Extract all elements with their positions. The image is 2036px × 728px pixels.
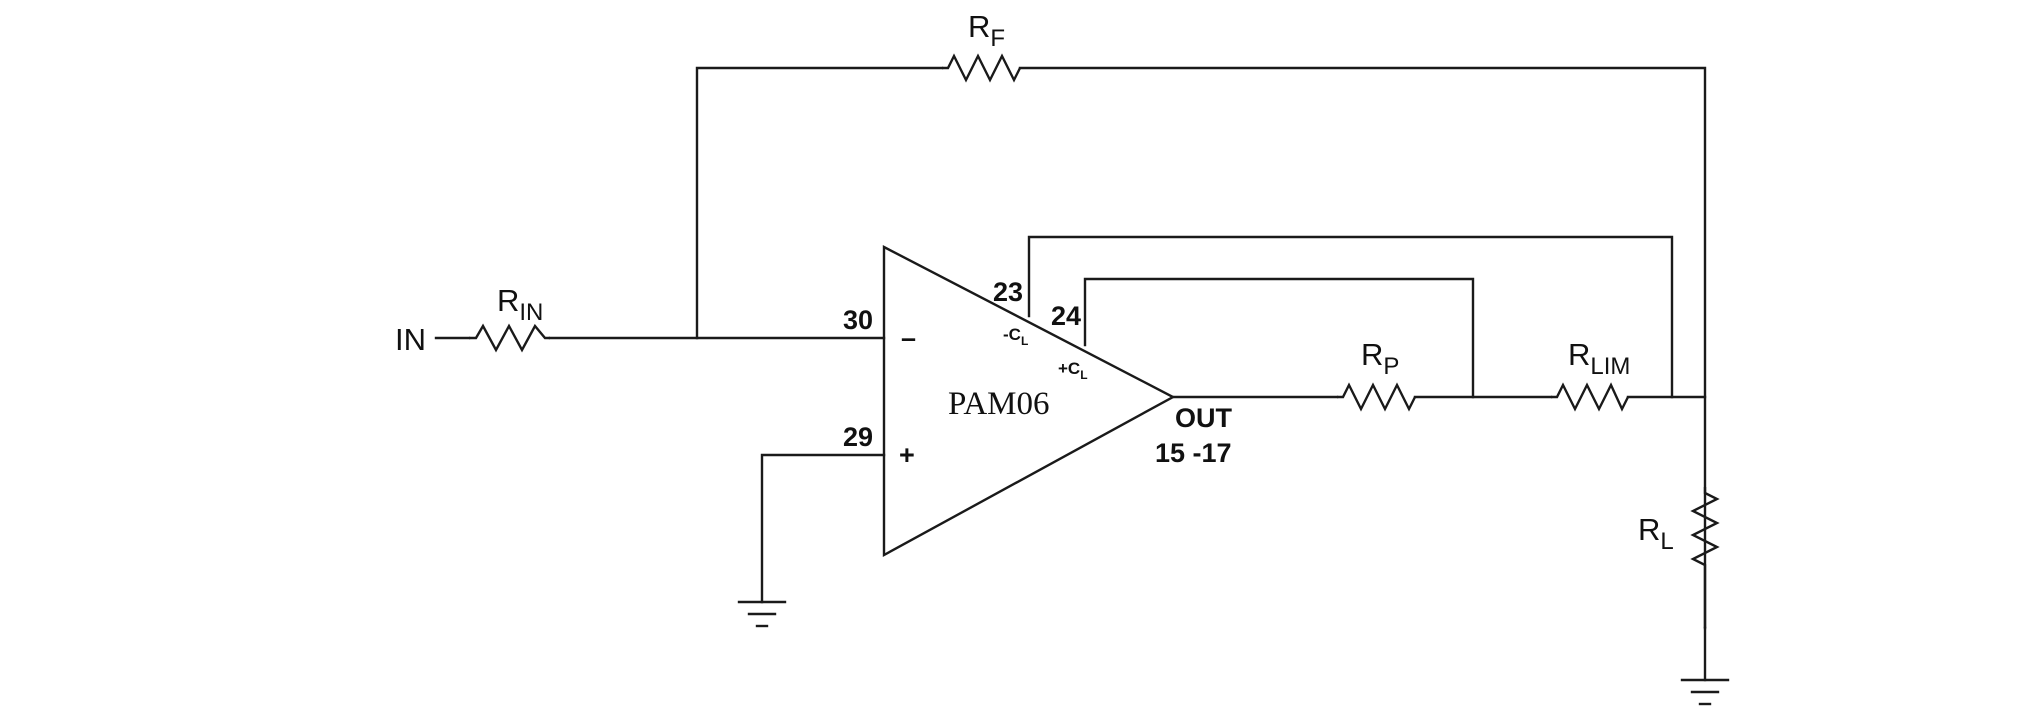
neg-cl-pin-label: -CL	[1003, 325, 1028, 348]
output-label: OUT	[1175, 403, 1233, 433]
ground-icon	[1680, 678, 1730, 706]
noninverting-ground-wire	[760, 453, 886, 604]
rp-label: RP	[1361, 337, 1399, 380]
resistor-rf	[942, 53, 1022, 83]
resistor-rp	[1337, 382, 1417, 412]
pin-29-label: 29	[843, 422, 873, 452]
pos-cl-pin-label: +CL	[1058, 359, 1088, 382]
resistor-rlim	[1551, 382, 1630, 412]
wires	[434, 66, 1707, 630]
output-pins-label: 15 -17	[1155, 438, 1232, 468]
inverting-input-symbol: –	[901, 323, 916, 353]
input-label: IN	[395, 322, 426, 357]
rin-label: RIN	[497, 283, 543, 326]
rf-label: RF	[968, 9, 1005, 52]
pin-24-label: 24	[1051, 301, 1081, 331]
chip-name-label: PAM06	[948, 386, 1050, 422]
pos-cl-sense-wire	[1083, 277, 1475, 399]
neg-cl-sense-wire	[1027, 235, 1674, 399]
noninverting-input-symbol: +	[899, 440, 915, 470]
feedback-return-wire	[1018, 66, 1707, 630]
resistor-rl	[1690, 487, 1720, 628]
rl-label: RL	[1638, 512, 1674, 555]
pin-23-label: 23	[993, 277, 1023, 307]
op-amp-triangle	[882, 245, 1176, 558]
pin-30-label: 30	[843, 305, 873, 335]
rlim-label: RLIM	[1568, 337, 1630, 380]
resistor-rin	[469, 323, 550, 353]
feedback-loop-wire	[695, 66, 944, 340]
ground-icon	[737, 600, 787, 628]
